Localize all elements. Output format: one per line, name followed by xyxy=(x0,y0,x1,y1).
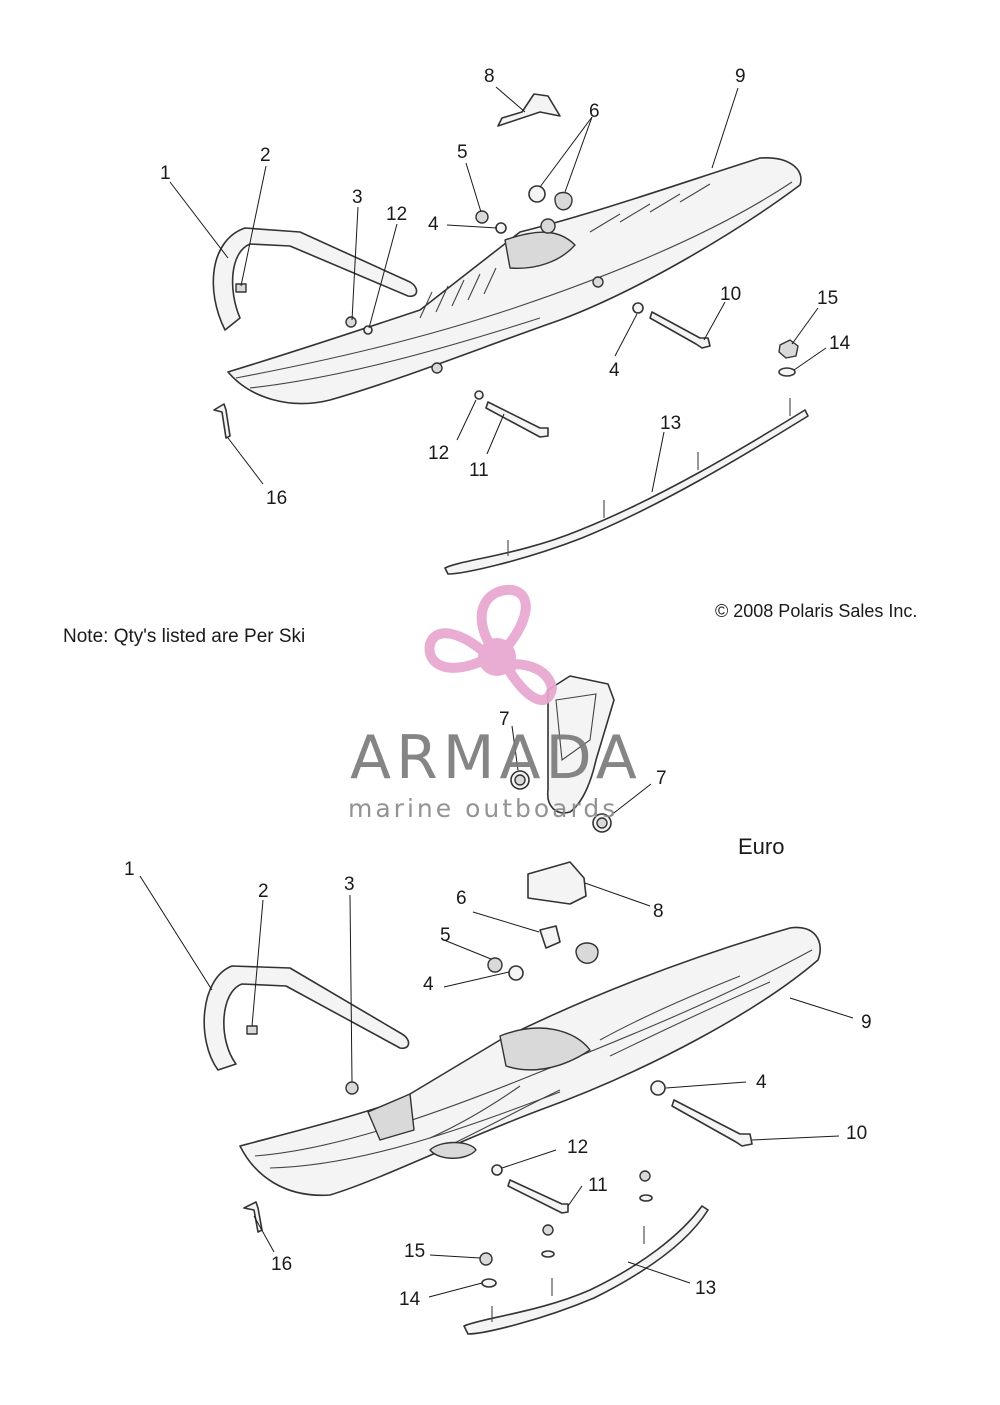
callout-euro-13: 13 xyxy=(695,1278,716,1299)
propeller-icon xyxy=(424,584,557,705)
upper-ski-loop xyxy=(212,227,418,331)
euro-washer-12 xyxy=(491,1164,503,1176)
upper-bolt-11 xyxy=(485,401,549,438)
watermark: ARMADA marine outboards xyxy=(348,584,642,823)
euro-ski-body xyxy=(239,926,821,1197)
upper-assembly: 1 2 3 4 4 5 6 8 9 10 11 12 12 13 14 15 1… xyxy=(160,66,851,575)
callout-euro-3: 3 xyxy=(344,874,355,895)
upper-wear-pad-8 xyxy=(497,93,561,127)
callout-upper-5: 5 xyxy=(457,142,468,163)
upper-nut-15 xyxy=(778,339,799,359)
upper-washer-6a xyxy=(528,185,546,203)
callout-euro-10: 10 xyxy=(846,1123,867,1144)
callout-euro-16: 16 xyxy=(271,1254,292,1275)
quantity-note: Note: Qty's listed are Per Ski xyxy=(63,626,305,647)
callout-euro-2: 2 xyxy=(258,881,269,902)
callout-upper-12a: 12 xyxy=(386,204,407,225)
callout-upper-6: 6 xyxy=(589,101,600,122)
callout-upper-10: 10 xyxy=(720,284,741,305)
euro-nut-5 xyxy=(487,957,503,973)
euro-assembly: Euro xyxy=(124,834,872,1335)
euro-ski-loop xyxy=(203,965,410,1071)
euro-nut-15b xyxy=(542,1224,554,1236)
euro-bolt-16 xyxy=(243,1201,263,1233)
callout-upper-2: 2 xyxy=(260,145,271,166)
upper-ski-body xyxy=(227,157,802,405)
callout-upper-3: 3 xyxy=(352,187,363,208)
middle-spindle-part: 7 7 xyxy=(499,675,667,833)
euro-pin-2 xyxy=(246,1025,258,1035)
callout-euro-5: 5 xyxy=(440,925,451,946)
euro-nut-3 xyxy=(345,1081,359,1095)
callout-mid-7a: 7 xyxy=(499,709,510,730)
callout-upper-11: 11 xyxy=(469,460,489,481)
callout-upper-13: 13 xyxy=(660,413,681,434)
callout-euro-12: 12 xyxy=(567,1137,588,1158)
callout-upper-14: 14 xyxy=(829,333,851,354)
callout-euro-1: 1 xyxy=(124,859,135,880)
upper-washer-12b xyxy=(474,390,484,400)
upper-nut-3 xyxy=(345,316,357,328)
euro-nut-15a xyxy=(639,1170,651,1182)
upper-skag-13 xyxy=(444,398,809,575)
euro-wear-pad-8 xyxy=(527,861,587,905)
upper-bushing-6b xyxy=(554,191,573,211)
callout-upper-4b: 4 xyxy=(609,360,620,381)
watermark-tagline: marine outboards xyxy=(348,794,618,823)
euro-washer-4b xyxy=(650,1080,666,1096)
euro-title: Euro xyxy=(738,834,784,859)
euro-bolt-6a xyxy=(539,925,561,949)
euro-bushing-6b xyxy=(575,942,599,964)
callout-euro-14: 14 xyxy=(399,1289,421,1310)
euro-skag-13 xyxy=(463,1205,709,1335)
euro-washer-14b xyxy=(541,1250,555,1258)
euro-bolt-11 xyxy=(507,1179,569,1214)
euro-washer-14a xyxy=(639,1194,653,1202)
euro-nut-15c xyxy=(479,1252,493,1266)
callout-upper-4a: 4 xyxy=(428,214,439,235)
upper-bolt-10 xyxy=(649,311,711,349)
callout-mid-7b: 7 xyxy=(656,768,667,789)
callout-upper-12b: 12 xyxy=(428,443,449,464)
euro-washer-4a xyxy=(508,965,524,981)
upper-nut-5 xyxy=(475,210,489,224)
upper-washer-14 xyxy=(778,367,796,377)
callout-euro-6: 6 xyxy=(456,888,467,909)
callout-upper-9: 9 xyxy=(735,66,746,87)
callout-euro-9: 9 xyxy=(861,1012,872,1033)
callout-upper-16: 16 xyxy=(266,488,287,509)
upper-bolt-16 xyxy=(213,403,231,439)
callout-upper-1: 1 xyxy=(160,163,171,184)
copyright-text: © 2008 Polaris Sales Inc. xyxy=(715,601,917,621)
callout-euro-15: 15 xyxy=(404,1241,425,1262)
upper-washer-4b xyxy=(632,302,644,314)
upper-washer-4a xyxy=(495,222,507,234)
callout-upper-15: 15 xyxy=(817,288,838,309)
callout-euro-8: 8 xyxy=(653,901,664,922)
callout-euro-4b: 4 xyxy=(756,1072,767,1093)
upper-washer-12a xyxy=(363,325,373,335)
watermark-brand: ARMADA xyxy=(350,723,642,793)
euro-washer-14c xyxy=(481,1278,497,1288)
callout-euro-11: 11 xyxy=(588,1175,608,1196)
callout-euro-4a: 4 xyxy=(423,974,434,995)
callout-upper-8: 8 xyxy=(484,66,495,87)
euro-bolt-10 xyxy=(671,1099,753,1147)
